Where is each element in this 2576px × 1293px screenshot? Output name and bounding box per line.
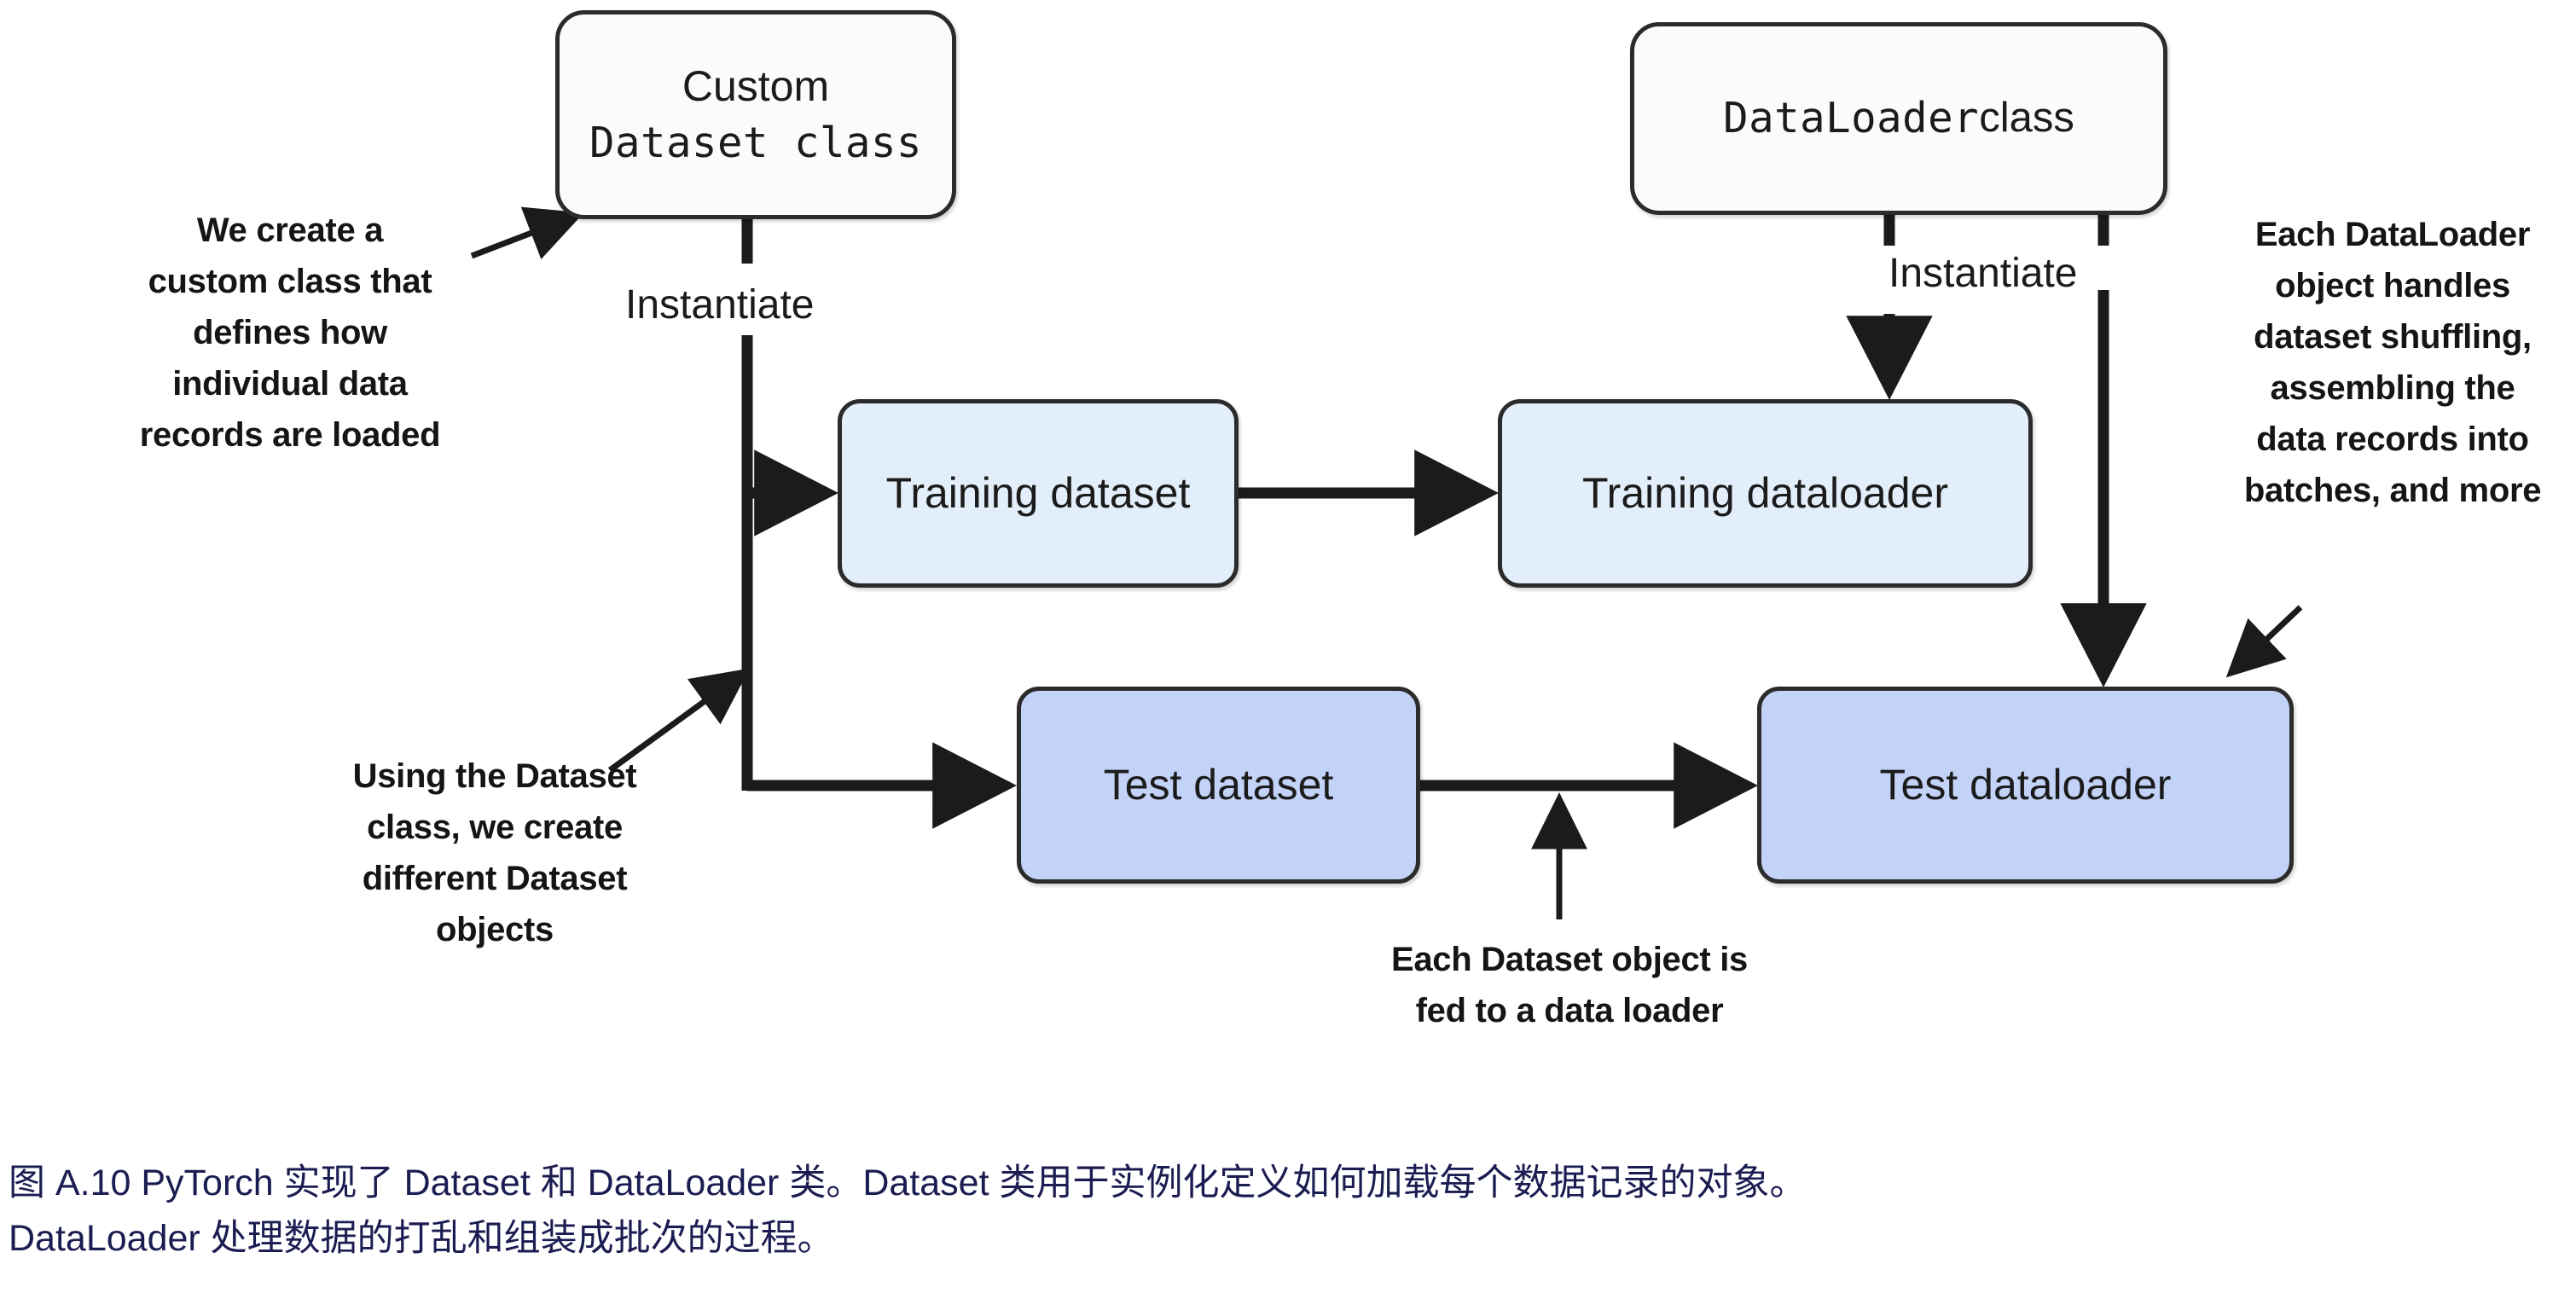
- node-custom-dataset-class-line1: Custom: [682, 62, 830, 111]
- figure-caption: 图 A.10 PyTorch 实现了 Dataset 和 DataLoader …: [9, 1156, 2533, 1266]
- node-custom-dataset-class-line2: Dataset class: [589, 119, 922, 168]
- node-custom-dataset-class[interactable]: Custom Dataset class: [555, 10, 956, 219]
- node-dataloader-class[interactable]: DataLoader class: [1630, 22, 2167, 215]
- node-training-dataloader[interactable]: Training dataloader: [1498, 399, 2033, 588]
- node-test-dataloader[interactable]: Test dataloader: [1757, 687, 2294, 884]
- note-create-custom-class: We create a custom class that defines ho…: [139, 212, 441, 454]
- node-test-dataset[interactable]: Test dataset: [1017, 687, 1420, 884]
- pointer-note-each-dataloader: [2225, 605, 2303, 678]
- pointer-note-create-custom-class: [470, 206, 584, 260]
- note-each-dataset-fed-to-loader: Each Dataset object is fed to a data loa…: [1390, 941, 1748, 1029]
- flow-label-instantiate-dataloader: Instantiate: [1888, 251, 2078, 296]
- node-training-dataset[interactable]: Training dataset: [838, 399, 1239, 588]
- note-using-dataset-class: Using the Dataset class, we create diffe…: [352, 757, 637, 948]
- figure-caption-line-2: DataLoader 处理数据的打乱和组装成批次的过程。: [9, 1217, 834, 1259]
- node-test-dataloader-label: Test dataloader: [1879, 761, 2172, 809]
- node-training-dataloader-label: Training dataloader: [1582, 469, 1948, 517]
- node-training-dataset-label: Training dataset: [885, 469, 1191, 517]
- figure-caption-line-1: 图 A.10 PyTorch 实现了 Dataset 和 DataLoader …: [9, 1163, 1807, 1203]
- node-dataloader-class-sans: class: [1979, 95, 2074, 142]
- node-dataloader-class-mono: DataLoader: [1723, 94, 1980, 143]
- node-test-dataset-label: Test dataset: [1103, 761, 1334, 809]
- note-each-dataloader-object: Each DataLoader object handles dataset s…: [2243, 216, 2542, 509]
- flow-label-instantiate-dataset: Instantiate: [625, 282, 815, 328]
